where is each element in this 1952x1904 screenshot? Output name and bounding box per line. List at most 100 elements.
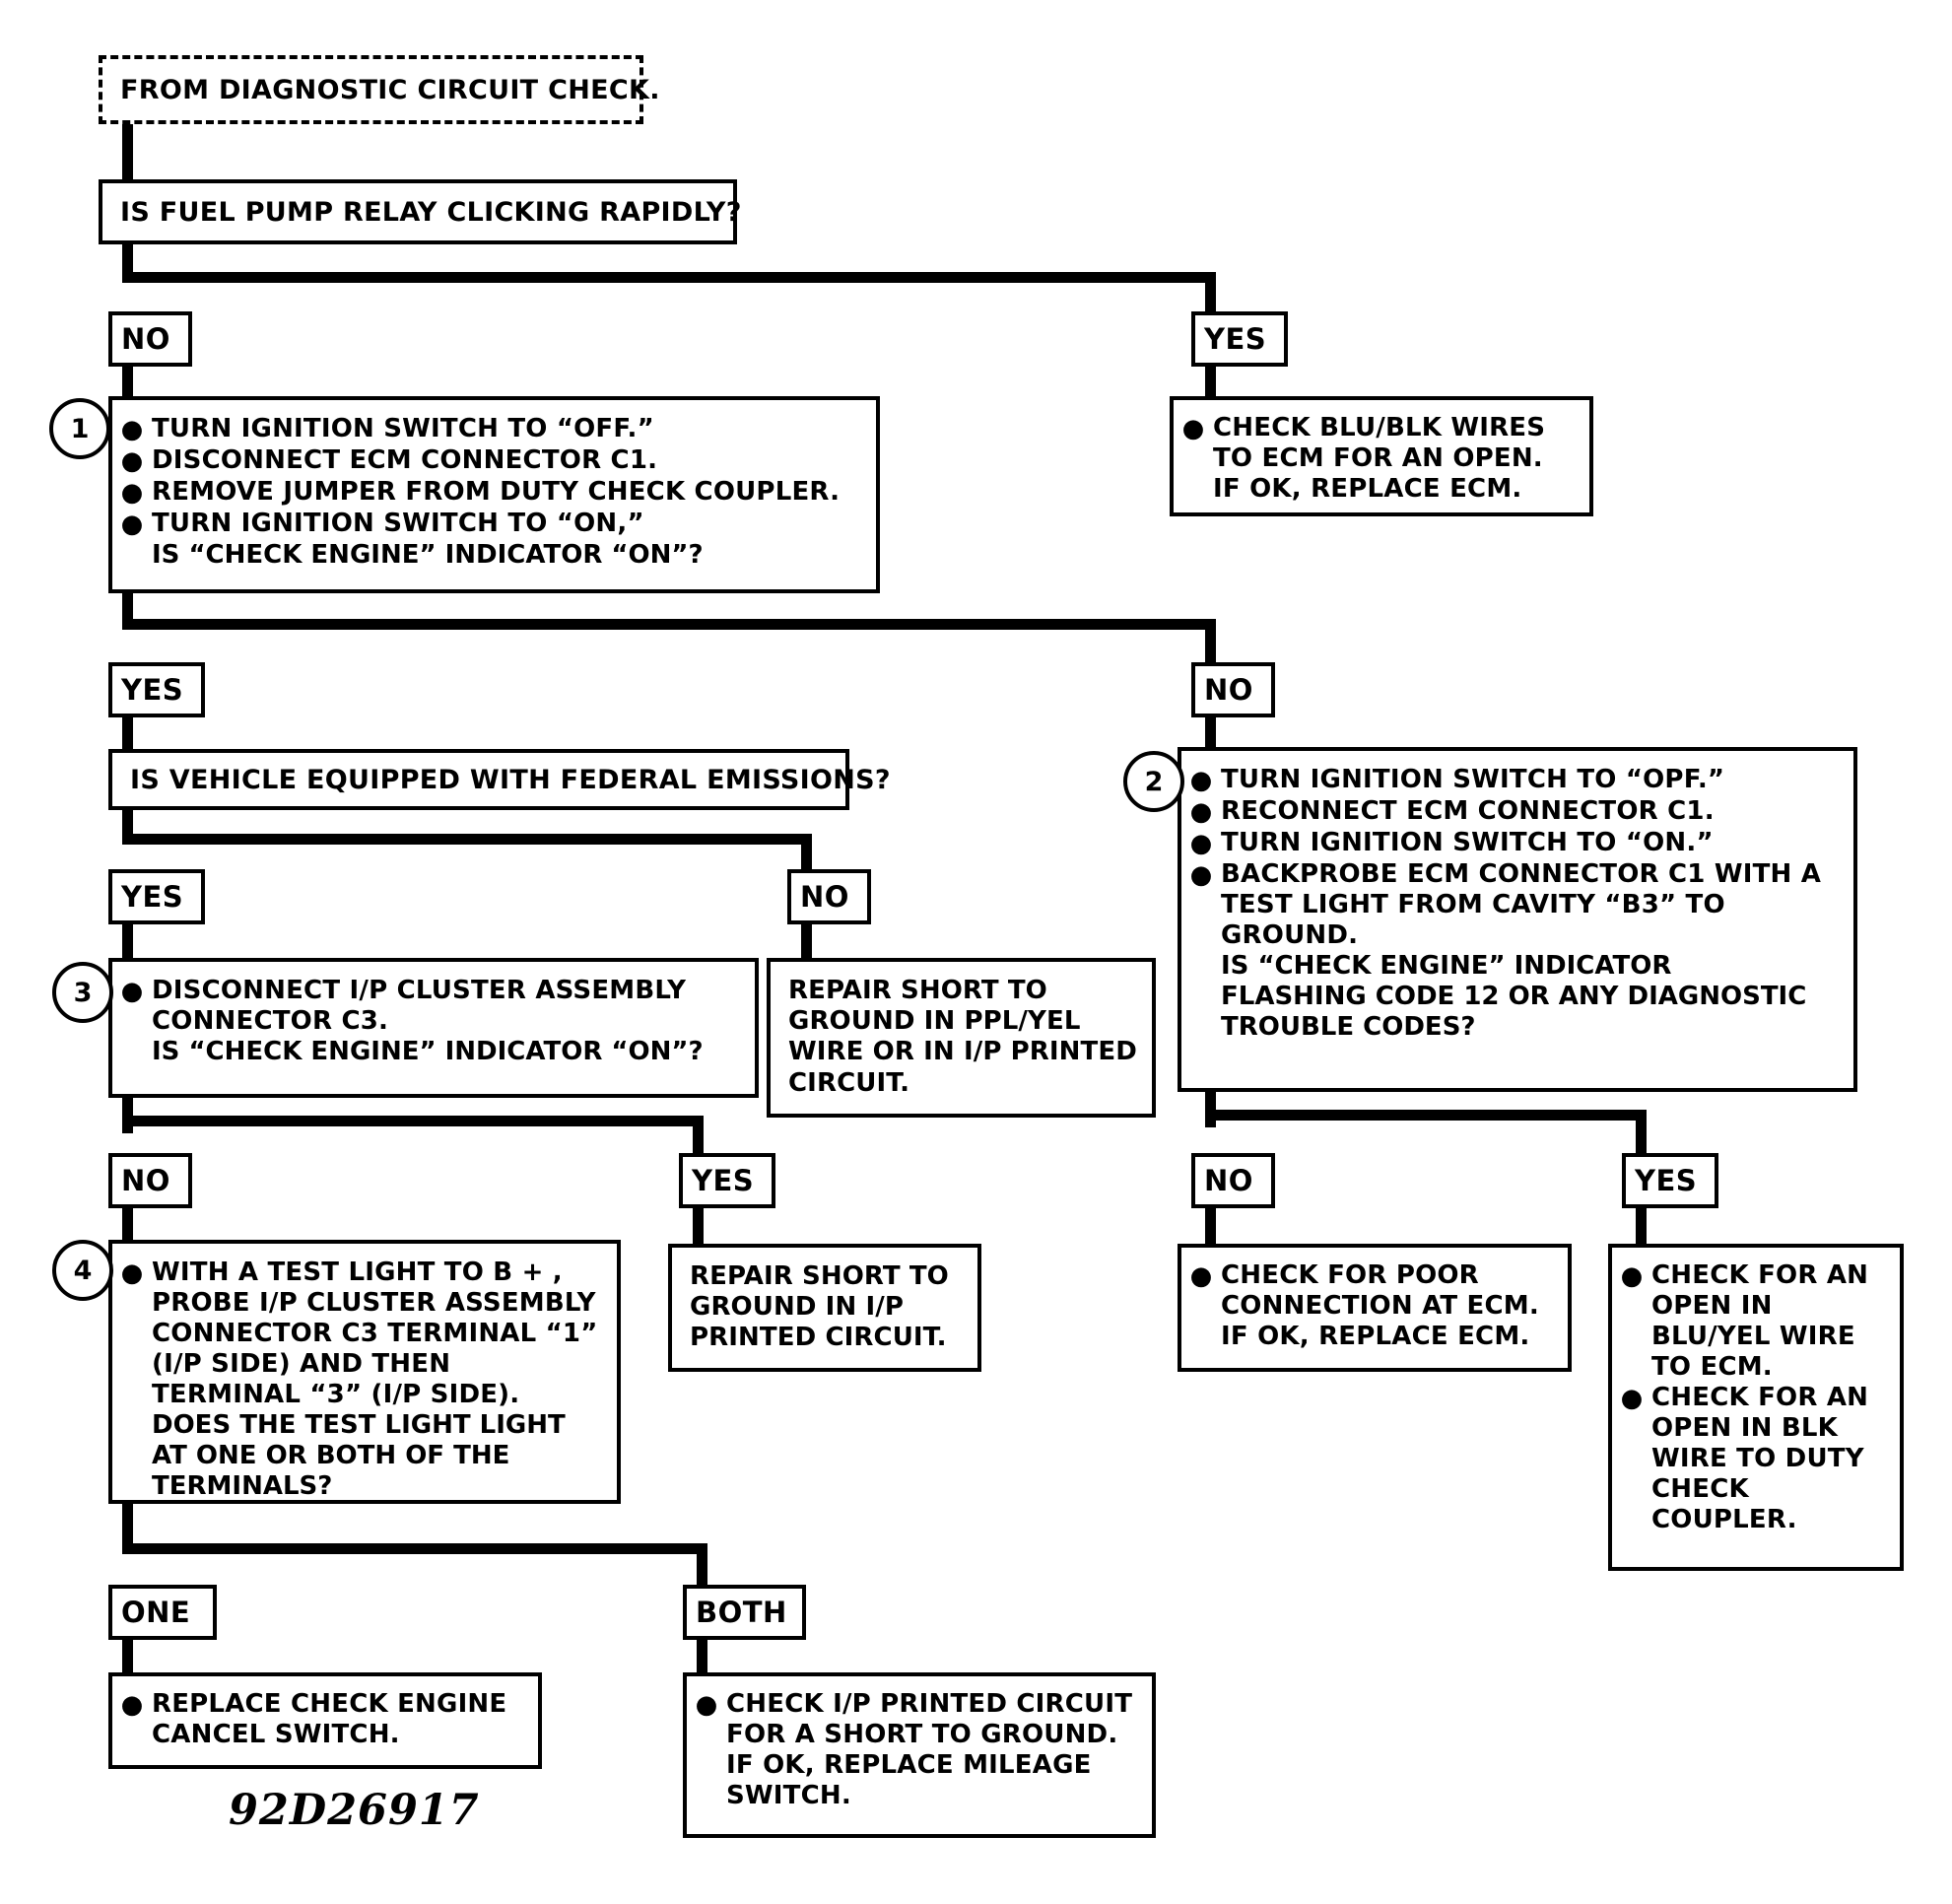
- question-fuel-pump-relay: IS FUEL PUMP RELAY CLICKING RAPIDLY?: [99, 179, 741, 244]
- step-2-bullet-4: ● BACKPROBE ECM CONNECTOR C1 WITH A TEST…: [1181, 859, 1844, 951]
- bullet-dot-icon: ●: [120, 509, 144, 539]
- outcome-check-poor-connection-bullet: ● CHECK FOR POOR CONNECTION AT ECM. IF O…: [1181, 1260, 1558, 1352]
- connector-yes1-to-outcome: [1205, 367, 1216, 400]
- bullet-dot-icon: ●: [120, 977, 144, 1006]
- question-federal-emissions-label: IS VEHICLE EQUIPPED WITH FEDERAL EMISSIO…: [130, 764, 891, 795]
- branch-label-yes-2: YES: [108, 662, 205, 717]
- branch-label-yes-1: YES: [1191, 311, 1288, 367]
- connector-step1-stem: [122, 593, 133, 627]
- bullet-dot-icon: ●: [1189, 828, 1213, 858]
- connector-no4-to-step4: [122, 1208, 133, 1244]
- outcome-repair-ip-printed-box: REPAIR SHORT TO GROUND IN I/P PRINTED CI…: [668, 1244, 981, 1372]
- bullet-dot-icon: ●: [120, 1258, 144, 1288]
- step-marker-4: 4: [52, 1240, 113, 1301]
- step-3-question: IS “CHECK ENGINE” INDICATOR “ON”?: [152, 1036, 704, 1066]
- question-federal-emissions: IS VEHICLE EQUIPPED WITH FEDERAL EMISSIO…: [108, 749, 891, 810]
- branch-label-no-5: NO: [1191, 1153, 1275, 1208]
- step-2-bullet-2: ● RECONNECT ECM CONNECTOR C1.: [1181, 796, 1844, 828]
- step-2-bullet-1: ● TURN IGNITION SWITCH TO “OPF.”: [1181, 765, 1844, 796]
- outcome-replace-cancel-switch-bullet: ● REPLACE CHECK ENGINE CANCEL SWITCH.: [112, 1689, 528, 1750]
- bullet-dot-icon: ●: [1620, 1383, 1644, 1413]
- connector-step3-yes-drop: [693, 1116, 704, 1153]
- step-marker-1: 1: [49, 398, 110, 459]
- figure-id-label: 92D26917: [229, 1786, 480, 1835]
- step-1-bullet-4: ● TURN IGNITION SWITCH TO “ON,”: [112, 509, 866, 540]
- step-2-box: ● TURN IGNITION SWITCH TO “OPF.” ● RECON…: [1178, 747, 1857, 1092]
- connector-both-to-outcome: [697, 1640, 707, 1675]
- connector-step1-no-drop: [1205, 619, 1216, 662]
- branch-label-both: BOTH: [683, 1585, 806, 1640]
- bullet-dot-icon: ●: [120, 445, 144, 476]
- step-3-bullet-1: ● DISCONNECT I/P CLUSTER ASSEMBLY CONNEC…: [112, 976, 745, 1037]
- branch-label-yes-3: YES: [108, 869, 205, 924]
- branch-label-no-3: NO: [787, 869, 871, 924]
- bullet-dot-icon: ●: [120, 1690, 144, 1720]
- outcome-check-ip-short-bullet: ● CHECK I/P PRINTED CIRCUIT FOR A SHORT …: [687, 1689, 1142, 1811]
- branch-label-yes-4: YES: [679, 1153, 775, 1208]
- connector-step3-bus: [122, 1116, 704, 1126]
- connector-q2-bus: [122, 834, 812, 845]
- outcome-check-poor-connection-box: ● CHECK FOR POOR CONNECTION AT ECM. IF O…: [1178, 1244, 1572, 1372]
- step-1-bullet-2: ● DISCONNECT ECM CONNECTOR C1.: [112, 445, 866, 477]
- bullet-dot-icon: ●: [1181, 414, 1205, 443]
- branch-label-no-4: NO: [108, 1153, 192, 1208]
- bullet-dot-icon: ●: [1620, 1261, 1644, 1291]
- outcome-open-blk-bullet: ● CHECK FOR AN OPEN IN BLK WIRE TO DUTY …: [1612, 1383, 1890, 1535]
- bullet-dot-icon: ●: [1189, 796, 1213, 827]
- connector-no1-to-step1: [122, 367, 133, 400]
- outcome-repair-ppl-yel-text: REPAIR SHORT TO GROUND IN PPL/YEL WIRE O…: [788, 976, 1137, 1098]
- connector-step4-both-drop: [697, 1543, 707, 1585]
- step-4-bullet-1: ● WITH A TEST LIGHT TO B + , PROBE I/P C…: [112, 1258, 607, 1410]
- question-fuel-pump-relay-label: IS FUEL PUMP RELAY CLICKING RAPIDLY?: [120, 196, 742, 228]
- connector-q1-yes-drop: [1205, 272, 1216, 311]
- bullet-dot-icon: ●: [120, 415, 144, 444]
- step-1-bullet-1: ● TURN IGNITION SWITCH TO “OFF.”: [112, 414, 866, 445]
- entry-node-label: FROM DIAGNOSTIC CIRCUIT CHECK.: [120, 74, 660, 105]
- connector-no5-to-outcome: [1205, 1208, 1216, 1244]
- connector-yes2-to-q2: [122, 717, 133, 751]
- bullet-dot-icon: ●: [695, 1690, 718, 1720]
- step-4-box: ● WITH A TEST LIGHT TO B + , PROBE I/P C…: [108, 1240, 621, 1504]
- connector-q2-stem: [122, 810, 133, 842]
- outcome-open-blu-yel-bullet: ● CHECK FOR AN OPEN IN BLU/YEL WIRE TO E…: [1612, 1260, 1890, 1383]
- connector-step4-stem: [122, 1504, 133, 1551]
- branch-label-no-2: NO: [1191, 662, 1275, 717]
- connector-no2-to-step2: [1205, 717, 1216, 751]
- connector-q1-bus: [122, 272, 1216, 283]
- step-1-bullet-3: ● REMOVE JUMPER FROM DUTY CHECK COUPLER.: [112, 477, 866, 509]
- step-2-bullet-3: ● TURN IGNITION SWITCH TO “ON.”: [1181, 828, 1844, 859]
- connector-step1-bus: [122, 619, 1216, 630]
- step-4-question: DOES THE TEST LIGHT LIGHT AT ONE OR BOTH…: [152, 1409, 566, 1501]
- step-1-question: IS “CHECK ENGINE” INDICATOR “ON”?: [152, 539, 704, 570]
- branch-label-no-1: NO: [108, 311, 192, 367]
- connector-step2-yes-drop: [1636, 1110, 1647, 1153]
- step-marker-2: 2: [1123, 751, 1184, 812]
- outcome-check-blu-blk-box: ● CHECK BLU/BLK WIRES TO ECM FOR AN OPEN…: [1170, 396, 1593, 516]
- connector-step4-bus: [122, 1543, 707, 1554]
- outcome-check-opens-box: ● CHECK FOR AN OPEN IN BLU/YEL WIRE TO E…: [1608, 1244, 1904, 1571]
- connector-entry-to-q1: [122, 124, 133, 179]
- connector-q1-stem: [122, 244, 133, 280]
- outcome-repair-ppl-yel-box: REPAIR SHORT TO GROUND IN PPL/YEL WIRE O…: [767, 958, 1156, 1118]
- connector-one-to-outcome: [122, 1640, 133, 1675]
- step-marker-3: 3: [52, 962, 113, 1023]
- connector-yes4-to-repair: [693, 1208, 704, 1244]
- bullet-dot-icon: ●: [1189, 859, 1213, 890]
- bullet-dot-icon: ●: [1189, 1261, 1213, 1291]
- connector-yes3-to-step3: [122, 924, 133, 960]
- entry-node: FROM DIAGNOSTIC CIRCUIT CHECK.: [99, 55, 659, 124]
- connector-no3-to-repair: [801, 924, 812, 960]
- outcome-check-ip-short-box: ● CHECK I/P PRINTED CIRCUIT FOR A SHORT …: [683, 1672, 1156, 1838]
- branch-label-one: ONE: [108, 1585, 217, 1640]
- outcome-check-blu-blk-bullet: ● CHECK BLU/BLK WIRES TO ECM FOR AN OPEN…: [1174, 413, 1580, 505]
- connector-q2-no-drop: [801, 834, 812, 869]
- outcome-replace-cancel-switch-box: ● REPLACE CHECK ENGINE CANCEL SWITCH.: [108, 1672, 542, 1769]
- step-1-box: ● TURN IGNITION SWITCH TO “OFF.” ● DISCO…: [108, 396, 880, 593]
- connector-yes5-to-outcome: [1636, 1208, 1647, 1244]
- bullet-dot-icon: ●: [120, 477, 144, 508]
- connector-step2-bus: [1205, 1110, 1647, 1121]
- branch-label-yes-5: YES: [1622, 1153, 1718, 1208]
- step-2-question: IS “CHECK ENGINE” INDICATOR FLASHING COD…: [1221, 950, 1807, 1042]
- outcome-repair-ip-printed-text: REPAIR SHORT TO GROUND IN I/P PRINTED CI…: [690, 1261, 949, 1353]
